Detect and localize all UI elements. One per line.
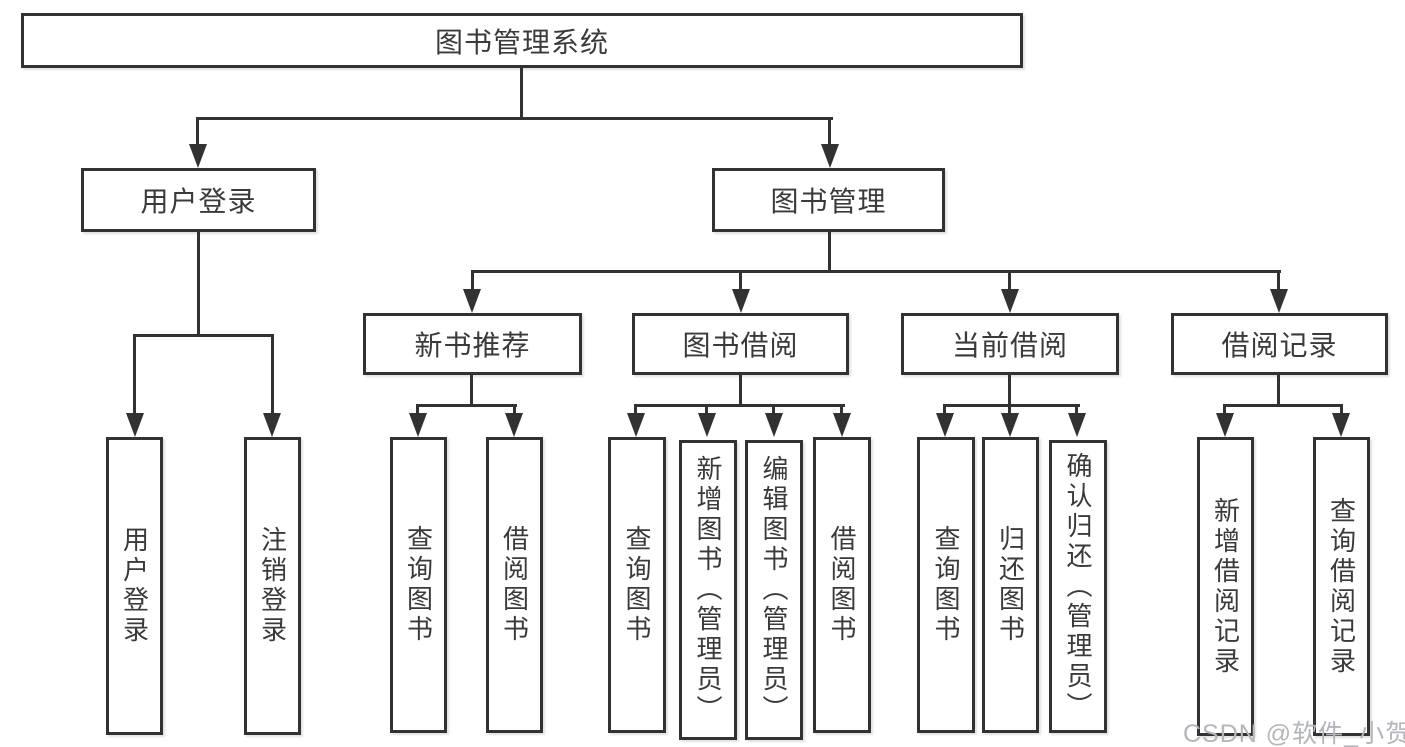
leaf-borrow-books: 借阅图书 [813, 437, 871, 733]
leaf-edit-book-admin: 编辑图书（管理员） [745, 440, 803, 740]
node-label: 图书管理 [770, 186, 887, 217]
leaf-label: 新增借阅记录 [1210, 496, 1241, 677]
arrow-down-icon [1270, 289, 1288, 313]
connector-line [470, 375, 473, 407]
node-library-management-system: 图书管理系统 [21, 13, 1023, 68]
connector-line [1277, 270, 1280, 292]
leaf-label: 新增图书（管理员） [693, 455, 723, 725]
node-label: 用户登录 [140, 186, 257, 217]
arrow-down-icon [463, 289, 481, 313]
node-label: 当前借阅 [951, 330, 1068, 361]
leaf-label: 确认归还（管理员） [1063, 451, 1093, 722]
arrow-down-icon [833, 413, 851, 437]
arrow-down-icon [189, 144, 207, 168]
leaf-add-book-admin: 新增图书（管理员） [679, 440, 737, 740]
csdn-watermark: CSDN @软件_小贺同学 [1183, 720, 1405, 747]
node-label: 图书管理系统 [434, 26, 609, 58]
arrow-down-icon [1216, 413, 1234, 437]
node-book-borrowing: 图书借阅 [632, 313, 849, 375]
arrow-down-icon [126, 413, 144, 437]
leaf-logout: 注销登录 [244, 437, 301, 735]
arrow-down-icon [821, 144, 839, 168]
connector-line [1277, 375, 1280, 407]
connector-line [416, 404, 517, 407]
arrow-down-icon [698, 413, 716, 437]
leaf-query-books: 查询图书 [608, 437, 666, 733]
connector-line [1008, 404, 1011, 418]
arrow-down-icon [1068, 413, 1086, 437]
leaf-query-books: 查询图书 [390, 437, 447, 733]
connector-line [416, 404, 419, 418]
node-label: 图书借阅 [682, 330, 799, 361]
connector-line [705, 404, 708, 418]
arrow-down-icon [936, 413, 954, 437]
leaf-label: 用户登录 [119, 526, 150, 646]
node-label: 借阅记录 [1221, 330, 1338, 361]
leaf-add-borrow-record: 新增借阅记录 [1197, 437, 1254, 736]
connector-line [943, 404, 1080, 407]
arrow-down-icon [765, 413, 783, 437]
connector-line [471, 270, 1281, 273]
arrow-down-icon [263, 413, 281, 437]
connector-line [840, 404, 843, 418]
connector-line [1340, 404, 1343, 418]
node-label: 新书推荐 [414, 330, 531, 361]
connector-line [1008, 270, 1011, 292]
connector-line [739, 375, 742, 407]
connector-line [197, 232, 200, 336]
connector-line [196, 117, 833, 120]
leaf-label: 借阅图书 [827, 525, 857, 645]
connector-line [133, 334, 274, 337]
connector-line [943, 404, 946, 418]
leaf-label: 查询图书 [622, 525, 652, 645]
leaf-confirm-return-admin: 确认归还（管理员） [1049, 440, 1107, 733]
connector-line [133, 334, 136, 416]
leaf-label: 查询借阅记录 [1326, 496, 1357, 677]
leaf-query-borrow-record: 查询借阅记录 [1313, 437, 1370, 736]
connector-line [520, 68, 523, 118]
connector-line [1223, 404, 1343, 407]
node-borrowing-records: 借阅记录 [1171, 313, 1388, 375]
node-current-borrowing: 当前借阅 [901, 313, 1119, 375]
arrow-down-icon [1001, 413, 1019, 437]
arrow-down-icon [409, 413, 427, 437]
leaf-return-books: 归还图书 [982, 437, 1039, 733]
arrow-down-icon [627, 413, 645, 437]
connector-line [1223, 404, 1226, 418]
connector-line [271, 334, 274, 416]
connector-line [828, 232, 831, 273]
node-new-book-recommendation: 新书推荐 [363, 313, 582, 375]
node-book-management: 图书管理 [712, 168, 945, 232]
leaf-query-books: 查询图书 [917, 437, 975, 733]
connector-line [471, 270, 474, 292]
leaf-label: 编辑图书（管理员） [759, 455, 789, 725]
connector-line [828, 117, 831, 147]
leaf-label: 注销登录 [257, 526, 288, 646]
arrow-down-icon [1001, 289, 1019, 313]
connector-line [634, 404, 637, 418]
leaf-borrow-books: 借阅图书 [486, 437, 543, 733]
arrow-down-icon [732, 289, 750, 313]
leaf-user-login: 用户登录 [106, 437, 163, 735]
leaf-label: 归还图书 [995, 525, 1026, 645]
arrow-down-icon [505, 413, 523, 437]
connector-line [196, 117, 199, 147]
leaf-label: 借阅图书 [499, 525, 530, 645]
leaf-label: 查询图书 [403, 525, 434, 645]
connector-line [1008, 375, 1011, 407]
connector-line [772, 404, 775, 418]
connector-line [739, 270, 742, 292]
node-user-login: 用户登录 [81, 168, 316, 232]
connector-line [634, 404, 845, 407]
arrow-down-icon [1332, 413, 1350, 437]
leaf-label: 查询图书 [931, 525, 961, 645]
connector-line [513, 404, 516, 418]
connector-line [1075, 404, 1078, 418]
